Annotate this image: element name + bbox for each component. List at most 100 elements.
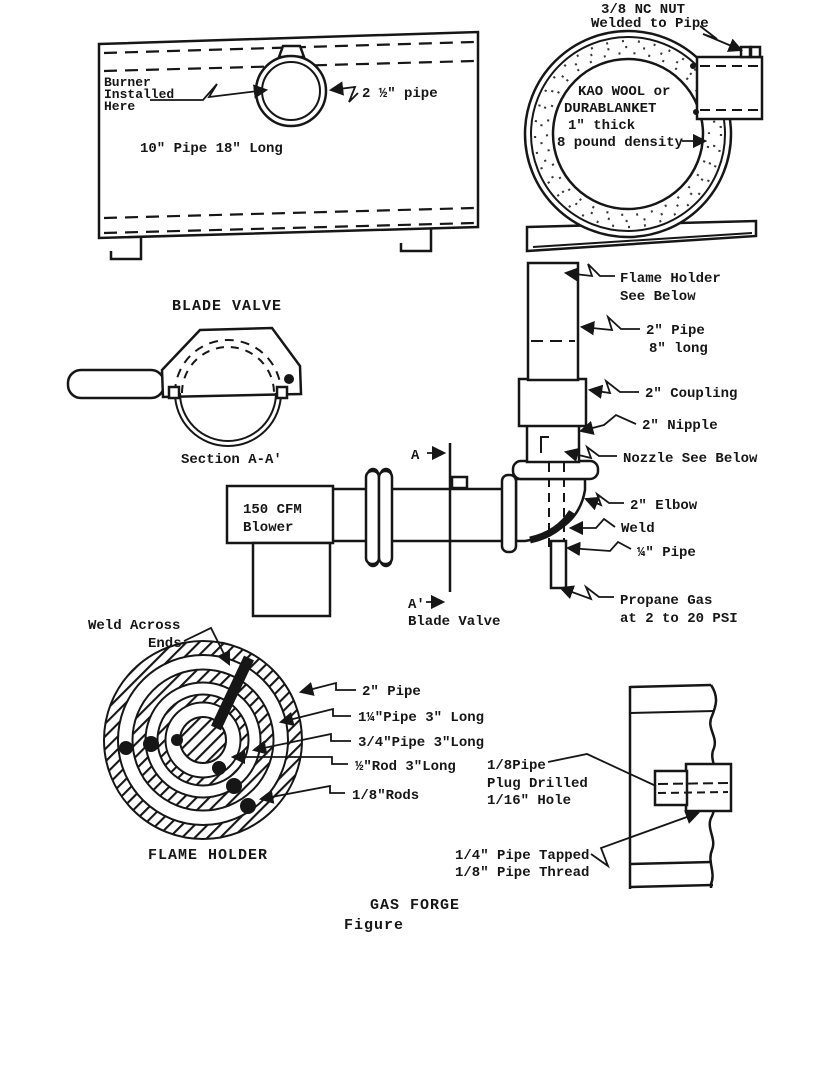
quarter-pipe-leader [565,540,632,557]
plug-note-line1: 1/8Pipe [487,758,546,774]
fh-pipe2-label: 2" Pipe [362,684,421,700]
flange-right [377,469,394,566]
flame-holder-ref-line1: Flame Holder [620,271,721,287]
body-size-label: 10" Pipe 18" Long [140,141,283,157]
rod-weld-3 [171,734,183,746]
flame-holder-leader [563,263,615,282]
pipe-size-leader-arrow [328,81,359,103]
rod-weld-6 [240,798,256,814]
nut-block-2 [749,45,762,59]
section-a-prime-label: A' [408,597,425,613]
forge-end-view: 3/8 NC NUT Welded to Pipe KAO WOOL or DU… [523,2,764,253]
insulation-line2: DURABLANKET [564,101,656,117]
burner-note-line2: Installed [104,87,174,102]
insulation-bore-circle [551,57,705,211]
pipe-bottom-band [629,860,713,866]
flame-holder-ref-line2: See Below [620,289,696,305]
figure-caption: GAS FORGE Figure [344,897,460,934]
shell-inner-circle [530,36,726,232]
flame-holder-view: Weld Across Ends 2" Pipe 1¼"Pipe 3" Long… [88,618,484,864]
blade-valve-view: BLADE VALVE Section A-A' [66,298,303,468]
nut-note-line1: 3/8 NC NUT [601,2,685,18]
forge-side-view: Burner Installed Here 2 ½" pipe 10" Pipe… [97,30,480,261]
blower-box [225,484,335,545]
ring1-hatch [104,641,302,839]
figure-title: GAS FORGE [370,897,460,914]
pipe-top-band [629,710,715,714]
propane-leader [558,584,614,601]
valve-clamp-outer [174,392,282,447]
valve-bore-dashed-outer [174,339,282,394]
fh-rod05-label: ½"Rod 3"Long [355,759,456,775]
blower-label-line2: Blower [243,520,293,536]
elbow-leader [583,491,624,511]
weld-bar [211,655,254,731]
pipe2-label-line2: 8" long [649,341,708,357]
pipe-bottom-edge [629,883,714,889]
nipple-2in [525,423,581,464]
plug-note-line2: Plug Drilled [487,776,588,792]
pipe2-leader [579,314,640,336]
ring2-outer [131,668,275,812]
fh-rods-leader [258,784,345,804]
burner-note-line3: Here [104,99,135,114]
tube-fastener-top [690,63,696,69]
ring2-hatch [132,669,274,811]
plug-centerline-1 [657,782,729,785]
plug-leader [547,753,657,787]
insulation-line4: 8 pound density [557,135,684,151]
blade-valve-callout: Blade Valve [408,614,500,630]
coupling-2in [517,377,588,428]
ring1-inner [117,654,289,826]
weld-note-line1: Weld Across [88,618,180,634]
left-leg [109,229,143,261]
tap-leader [590,810,701,869]
nozzle-detail-view: 1/8Pipe Plug Drilled 1/16" Hole 1/4" Pip… [455,683,733,889]
quarter-pipe-label: ¼" Pipe [637,545,696,561]
clamp-lug-right [275,385,289,400]
weld-across-leader [183,626,230,666]
insulation-line1: KAO WOOL or [578,84,670,100]
fh-rods-label: 1/8″Rods [352,788,419,804]
propane-label-line2: at 2 to 20 PSI [620,611,738,627]
clamp-lug-left [167,385,181,400]
pipe-size-label: 2 ½" pipe [362,86,438,102]
pipe-2in [526,261,580,382]
figure-subtitle: Figure [344,917,404,934]
fh-rod05-leader [230,749,348,765]
valve-bore-dashed-inner [181,346,275,394]
rod-weld-4 [212,761,226,775]
nipple-label: 2" Nipple [642,418,718,434]
ring3-inner [164,701,242,779]
tube-fastener-bottom [693,109,699,115]
fh-pipe125-label: 1¼"Pipe 3" Long [358,710,484,726]
fh-pipe2-leader [298,681,356,696]
pipe-top-edge [629,683,712,689]
valve-plate [160,326,303,399]
propane-label-line1: Propane Gas [620,593,712,609]
nut-block-1 [739,45,752,59]
tapped-boss [684,762,733,813]
forge-body-outline [97,30,480,240]
insulation-stipple-1 [533,39,723,229]
weld-leader [568,517,616,536]
burner-note-line1: Burner [104,75,151,90]
drilled-plug [653,769,689,807]
ring3-hatch [157,694,249,786]
base-plate-edge [532,232,753,248]
pipe2-label-line1: 2" Pipe [646,323,705,339]
flame-holder-title: FLAME HOLDER [148,847,268,864]
fh-pipe075-label: 3/4"Pipe 3"Long [358,735,484,751]
burner-leader-arrow [150,83,269,101]
burner-hole-outer [254,54,328,128]
weld-label: Weld [621,521,655,537]
valve-clamp-inner [179,392,277,442]
elbow-top-flange [511,459,600,481]
burner-assembly: Flame Holder See Below 2" Pipe 8" long 2… [225,261,758,630]
coupling-label: 2" Coupling [645,386,737,402]
quarter-pipe [549,539,568,590]
nozzle-ref-label: Nozzle See Below [623,451,758,467]
nozzle-leader [563,444,617,462]
